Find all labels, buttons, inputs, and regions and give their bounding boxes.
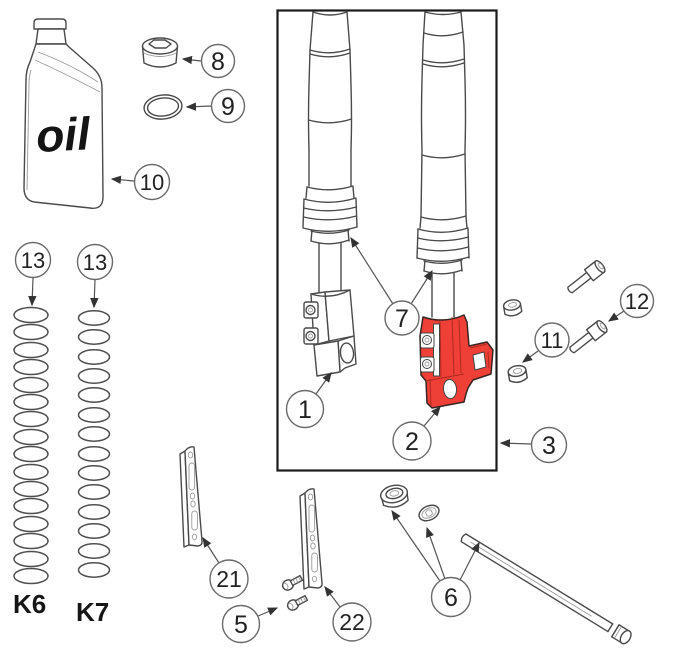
svg-text:10: 10 (140, 170, 164, 195)
svg-text:6: 6 (444, 584, 458, 612)
pinch-nut-lower (506, 363, 529, 385)
leader-13-right (90, 279, 99, 309)
axle-bracket-left (303, 289, 357, 377)
svg-text:13: 13 (21, 248, 45, 273)
axle-bracket-right-highlighted (419, 314, 494, 409)
svg-text:7: 7 (395, 305, 409, 333)
callout-8: 8 (200, 43, 236, 79)
svg-text:22: 22 (339, 609, 365, 635)
svg-text:13: 13 (83, 250, 107, 275)
leader-7-right (410, 269, 433, 305)
callout-7: 7 (384, 300, 420, 336)
callout-13-left: 13 (14, 241, 52, 279)
oil-bottle-label: oil (35, 107, 93, 162)
svg-text:21: 21 (216, 566, 242, 592)
callouts: 8 9 10 13 13 7 1 2 (14, 43, 655, 644)
spring-label-k6: K6 (13, 589, 46, 619)
axle-nut (379, 484, 409, 508)
fork-set-box (276, 9, 498, 472)
svg-text:12: 12 (625, 289, 649, 314)
leader-13-left (28, 277, 37, 307)
screw-lower (285, 592, 310, 613)
leader-3 (499, 439, 532, 448)
leader-lines (28, 55, 625, 617)
callout-1: 1 (285, 389, 325, 429)
callout-10: 10 (133, 163, 171, 201)
svg-text:1: 1 (298, 396, 312, 424)
callout-13-right: 13 (76, 243, 114, 281)
oil-bottle: oil (23, 18, 104, 209)
svg-text:9: 9 (221, 93, 235, 121)
fork-cap (141, 37, 179, 68)
svg-text:5: 5 (234, 611, 248, 639)
front-axle (460, 533, 632, 645)
pinch-bolt-upper (564, 258, 608, 297)
callout-9: 9 (210, 88, 246, 124)
leader-8 (181, 55, 202, 65)
spring-label-k7: K7 (76, 597, 109, 627)
callout-22: 22 (332, 602, 372, 642)
leader-22 (324, 586, 341, 608)
svg-text:2: 2 (405, 428, 419, 456)
leader-2 (423, 406, 441, 427)
callout-6: 6 (430, 576, 472, 618)
fender-hanger-left (179, 446, 203, 548)
leader-21 (202, 536, 220, 564)
leader-6-washer (426, 526, 446, 580)
leader-7-left (350, 236, 394, 305)
screw-upper (280, 572, 305, 593)
callout-12: 12 (619, 283, 655, 319)
callout-21: 21 (209, 559, 249, 599)
pinch-bolt-lower (566, 318, 610, 357)
callout-2: 2 (392, 421, 432, 461)
fork-spring-right (77, 310, 111, 578)
leader-10 (110, 175, 135, 184)
pinch-nut-upper (502, 297, 523, 318)
leader-6-axle (459, 541, 480, 581)
svg-text:11: 11 (541, 328, 564, 353)
callout-3: 3 (530, 426, 568, 464)
leader-6-nut (391, 510, 441, 582)
svg-text:8: 8 (211, 48, 225, 76)
svg-text:3: 3 (542, 432, 556, 460)
callout-11: 11 (534, 322, 570, 358)
leader-1 (315, 372, 332, 395)
fork-leg-right (416, 11, 494, 409)
leader-12 (608, 310, 625, 322)
fender-hanger-right (299, 488, 323, 590)
leader-5 (257, 607, 279, 617)
callout-5: 5 (221, 604, 261, 644)
leader-11 (522, 350, 539, 363)
leader-9 (185, 102, 212, 111)
axle-washer (418, 504, 440, 522)
o-ring (143, 94, 183, 120)
fork-leg-left (302, 11, 358, 377)
fork-spring-left (13, 306, 49, 585)
